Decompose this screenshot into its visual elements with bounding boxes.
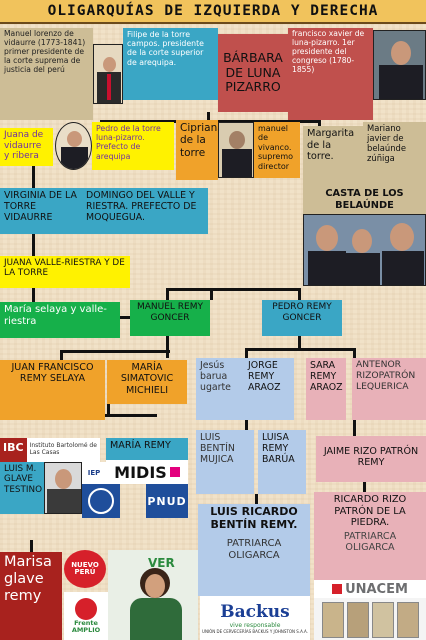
connector bbox=[30, 540, 33, 552]
node-maria-simatovic: MARÍA SIMATOVIC MICHIELI bbox=[107, 360, 187, 404]
logo-pnud: PNUD bbox=[146, 484, 188, 518]
node-barbara-luna: BÁRBARA DE LUNA PIZARRO bbox=[218, 34, 288, 112]
logo-frente-amplio: Frente AMPLIO bbox=[64, 592, 108, 640]
connector bbox=[245, 348, 355, 351]
node-luis-ricardo-bentin: LUIS RICARDO BENTÍN REMY. PATRIARCA OLIG… bbox=[198, 504, 310, 596]
photo-belaunde-family bbox=[303, 214, 426, 286]
connector bbox=[166, 288, 169, 300]
node-jesus-barua: Jesús barua ugarte bbox=[196, 358, 244, 420]
connector bbox=[60, 350, 170, 353]
logo-nuevo-peru: NUEVO PERÚ bbox=[64, 550, 106, 588]
node-juana-vidaurre: Juana de vidaurre y ribera bbox=[0, 128, 53, 166]
node-mariano-belaunde: Mariano javier de belaúnde zúñiga bbox=[363, 122, 426, 186]
node-luisa-remy: LUISA REMY BARÚA bbox=[258, 430, 306, 494]
connector bbox=[245, 348, 248, 358]
node-pedro-torre: Pedro de la torre luna-pizarro. Prefecto… bbox=[92, 122, 174, 170]
connector bbox=[120, 316, 130, 319]
portrait-vidaurre bbox=[93, 44, 123, 104]
connector bbox=[353, 420, 356, 436]
connector bbox=[166, 336, 169, 358]
connector bbox=[353, 348, 356, 358]
node-ricardo-rizo: RICARDO RIZO PATRÓN DE LA PIEDRA. PATRIA… bbox=[314, 492, 426, 580]
node-marisa-glave: Marisa glave remy bbox=[0, 552, 62, 640]
node-maria-remy: MARÍA REMY bbox=[106, 438, 188, 460]
connector bbox=[298, 336, 301, 350]
node-jorge-remy: JORGE REMY ARAOZ bbox=[244, 358, 294, 420]
node-luis-glave: LUIS M. GLAVE TESTINO bbox=[0, 462, 44, 514]
node-francisco-luna: francisco xavier de luna-pizarro. 1er pr… bbox=[288, 28, 373, 120]
node-antenor-rizopatron: ANTENOR RIZOPATRÓN LEQUERICA bbox=[352, 358, 426, 420]
node-luis-bentin: LUIS BENTÍN MUJICA bbox=[196, 430, 254, 494]
node-manuel-vidaurre: Manuel lorenzo de vidaurre (1773-1841) p… bbox=[0, 28, 93, 120]
connector bbox=[166, 288, 300, 291]
node-pedro-remy: PEDRO REMY GONCER bbox=[262, 300, 342, 336]
node-juan-remy: JUAN FRANCISCO REMY SELAYA bbox=[0, 360, 105, 420]
connector bbox=[107, 404, 110, 414]
page-title: OLIGARQUÍAS DE IZQUIERDA Y DERECHA bbox=[0, 0, 426, 24]
node-sara-remy: SARA REMY ARAOZ bbox=[306, 358, 346, 420]
photo-luis-glave bbox=[44, 462, 82, 514]
node-virginia-torre: VIRGINIA DE LA TORRE VIDAURRE bbox=[0, 188, 82, 234]
connector bbox=[255, 494, 258, 504]
node-maria-selaya: María selaya y valle-riestra bbox=[0, 302, 120, 338]
node-domingo-valle: DOMINGO DEL VALLE Y RIESTRA. PREFECTO DE… bbox=[82, 188, 208, 234]
connector bbox=[57, 414, 157, 417]
node-manuel-remy: MANUEL REMY GONCER bbox=[130, 300, 210, 336]
logo-un bbox=[82, 484, 120, 518]
connector bbox=[32, 166, 35, 188]
connector bbox=[245, 420, 248, 430]
connector bbox=[298, 288, 301, 300]
portrait-luna-pizarro bbox=[373, 30, 426, 100]
logo-ibc: IBC Instituto Bartolomé de Las Casas bbox=[0, 438, 100, 462]
node-jaime-rizo: JAIME RIZO PATRÓN REMY bbox=[316, 436, 426, 482]
node-juana-valle: JUANA VALLE-RIESTRA Y DE LA TORRE bbox=[0, 256, 130, 288]
logo-backus: Backus vive responsable UNIÓN DE CERVECE… bbox=[200, 596, 310, 640]
logo-midis: MIDIS bbox=[106, 460, 188, 484]
node-felipe-torre: Filipe de la torre campos. presidente de… bbox=[123, 28, 218, 100]
node-margarita-torre: Margarita de la torre. bbox=[303, 126, 363, 186]
node-casta-belaunde: CASTA DE LOS BELAÚNDE bbox=[303, 186, 426, 214]
connector bbox=[363, 482, 366, 492]
photo-marisa-glave: VER bbox=[108, 550, 198, 640]
connector bbox=[207, 112, 210, 122]
logo-unacem: UNACEM bbox=[314, 580, 426, 640]
portrait-pedro-torre bbox=[55, 122, 92, 170]
connector bbox=[60, 350, 63, 360]
connector bbox=[210, 289, 213, 300]
connector bbox=[32, 288, 35, 302]
node-cipriana-torre: Cipriana de la torre bbox=[176, 120, 218, 180]
portrait-vivanco bbox=[218, 122, 254, 178]
connector bbox=[318, 120, 321, 128]
connector bbox=[32, 234, 35, 256]
logo-iep: IEP bbox=[82, 462, 106, 484]
node-manuel-vivanco: manuel de vivanco. supremo director bbox=[254, 122, 300, 178]
